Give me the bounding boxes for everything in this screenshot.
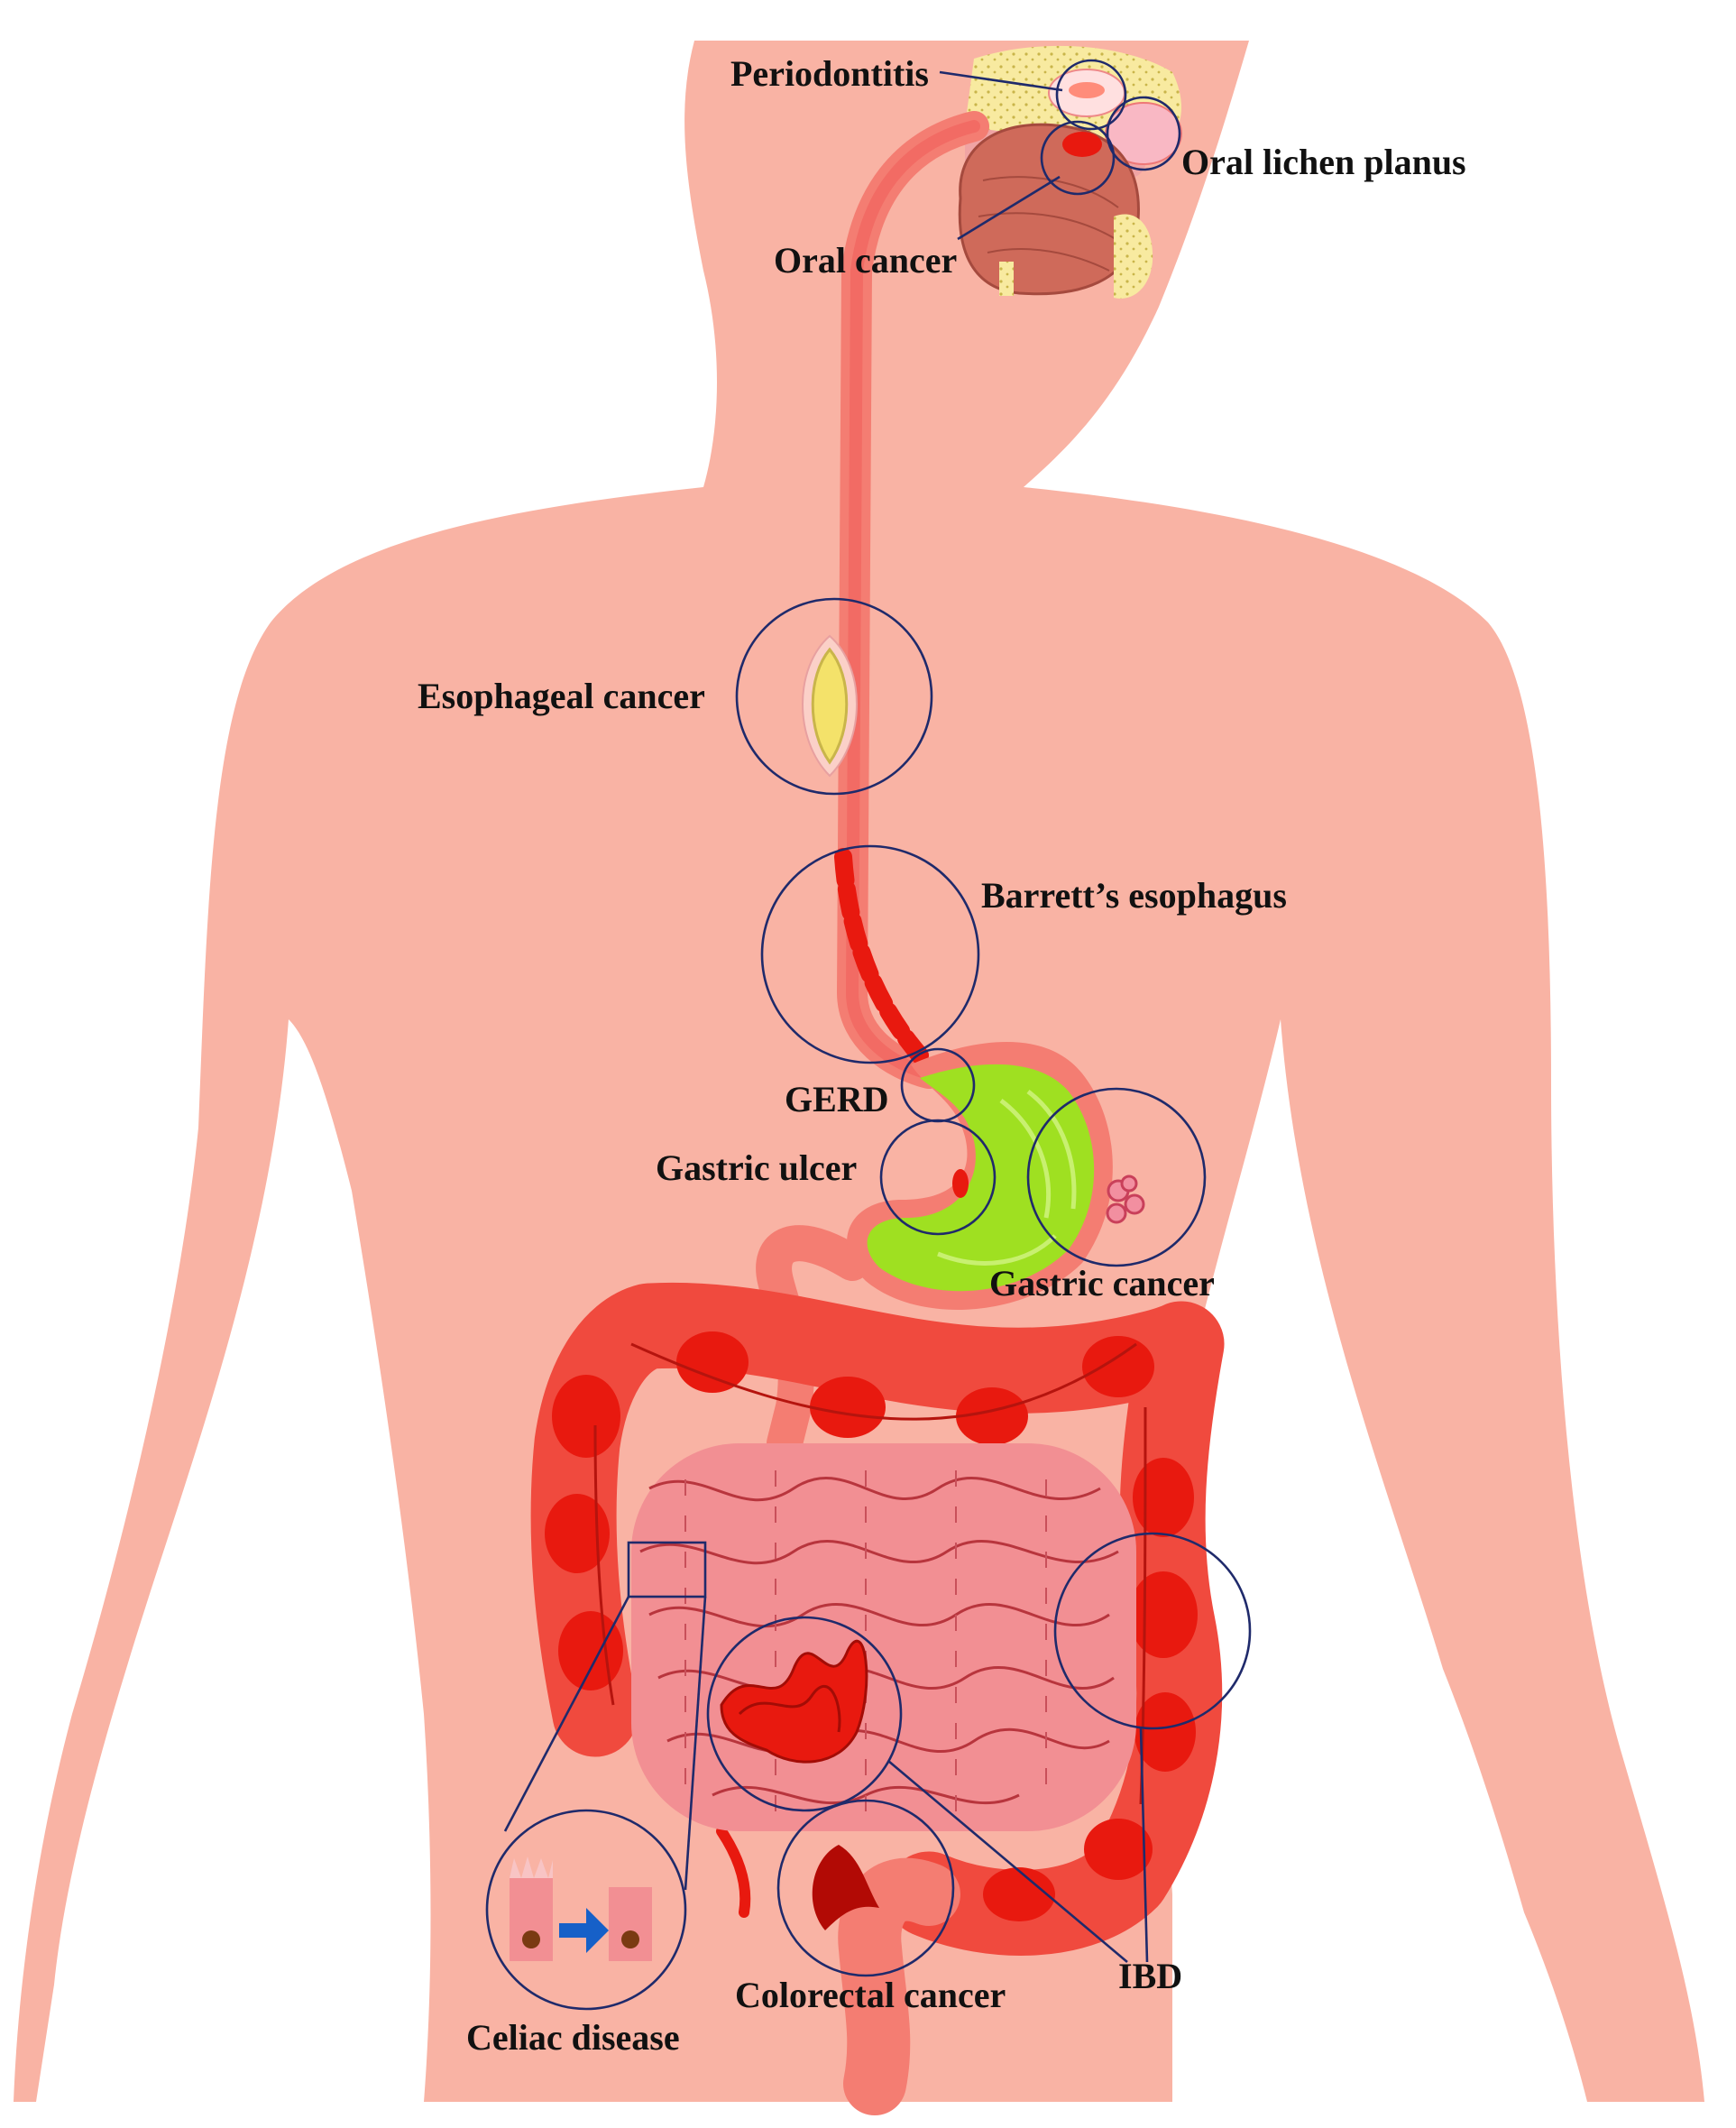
cell-nucleus-before — [522, 1930, 540, 1948]
labels: Periodontitis Oral lichen planus Oral ca… — [418, 53, 1466, 2058]
celiac-detail-box — [627, 1541, 707, 1598]
label-colorectal-cancer: Colorectal cancer — [735, 1975, 1006, 2015]
label-celiac-disease: Celiac disease — [466, 2017, 680, 2058]
label-barretts-esophagus: Barrett’s esophagus — [981, 875, 1287, 916]
ibd-colon-ring — [1053, 1532, 1252, 1730]
label-oral-cancer: Oral cancer — [774, 240, 957, 281]
villi-brush — [510, 1856, 553, 1878]
oral-cancer-ring — [1040, 120, 1116, 196]
ibd-inflamed-loops — [720, 1639, 868, 1764]
appendix — [716, 1826, 751, 1918]
hyoid — [999, 262, 1014, 296]
celiac-leader-left — [503, 1596, 630, 1832]
gastric-cancer-ring — [1026, 1087, 1207, 1267]
stomach — [867, 1064, 1095, 1292]
ibd-leader-small-intestine — [887, 1760, 1128, 1963]
transition-arrow-icon — [559, 1908, 609, 1953]
celiac-inset-cells — [510, 1856, 652, 1961]
periodontitis-lesion — [1069, 82, 1105, 98]
oral-lichen-planus-ring — [1106, 96, 1181, 171]
barrett-mucosa — [834, 848, 929, 1064]
label-gastric-cancer: Gastric cancer — [989, 1263, 1215, 1304]
esophageal-tumor — [811, 647, 849, 765]
villi-cell-after — [609, 1887, 652, 1961]
label-esophageal-cancer: Esophageal cancer — [418, 676, 705, 716]
villi-cell-before — [510, 1878, 553, 1961]
colorectal-cancer-ring — [776, 1799, 955, 1977]
oral-cancer-lesion — [1062, 132, 1102, 157]
cell-nucleus-after — [621, 1930, 639, 1948]
ibd-small-intestine-ring — [706, 1616, 903, 1812]
small-intestine — [631, 1443, 1136, 1831]
esophagus-inner — [845, 120, 980, 1080]
colorectal-tumor — [812, 1845, 879, 1930]
label-gerd: GERD — [785, 1079, 889, 1119]
rectum — [838, 1857, 960, 2115]
label-periodontitis: Periodontitis — [730, 53, 929, 94]
celiac-leader-right — [684, 1596, 707, 1891]
celiac-disease-ring — [485, 1809, 687, 2011]
colon-haustra — [545, 1331, 1198, 1921]
gastric-ulcer-lesion — [952, 1169, 969, 1198]
barretts-esophagus-ring — [760, 844, 980, 1064]
ibd-leader-colon — [1139, 1727, 1149, 1963]
jaw-fat — [1114, 214, 1153, 299]
periodontitis-ring — [1055, 59, 1127, 131]
gastric-ulcer-ring — [879, 1119, 997, 1236]
label-gastric-ulcer: Gastric ulcer — [656, 1147, 857, 1188]
stomach-rugae — [937, 1090, 1077, 1266]
gastric-tumor — [1106, 1175, 1145, 1224]
esophageal-cancer-ring — [735, 597, 933, 796]
annotations — [485, 59, 1252, 2011]
body-silhouette — [14, 41, 1704, 2102]
label-ibd: IBD — [1118, 1956, 1182, 1996]
label-oral-lichen-planus: Oral lichen planus — [1181, 142, 1466, 182]
oral-cancer-leader — [957, 175, 1061, 241]
periodontitis-leader — [939, 70, 1063, 92]
head-cross-section — [958, 45, 1182, 299]
